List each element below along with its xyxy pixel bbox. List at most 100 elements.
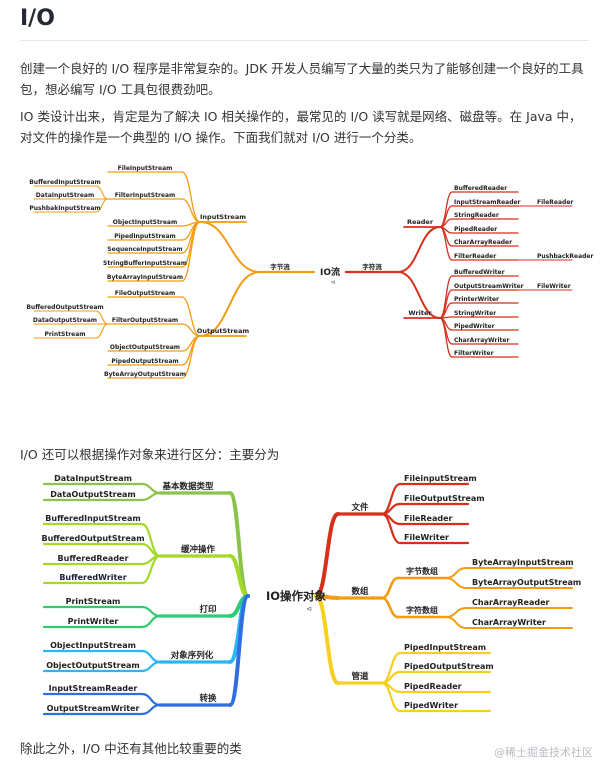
- edge-node-0: [380, 576, 400, 600]
- group-1-node: 字符数组: [406, 605, 438, 615]
- edge-chararraywriter: [445, 616, 467, 629]
- node-objectoutputstream: ObjectOutputStream: [46, 661, 140, 670]
- branch-inputstream: InputStream: [200, 213, 246, 221]
- node-filterwriter: FilterWriter: [454, 350, 494, 357]
- edge-inputstreamreader: [140, 692, 162, 707]
- node-fileinputstream: FileinputStream: [404, 474, 477, 483]
- node-dataoutputstream: DataOutputStream: [33, 317, 97, 324]
- edge-printstream: [95, 323, 109, 339]
- branch-writer: Writer: [408, 309, 432, 317]
- node-pipedoutputstream: PipedOutputStream: [404, 662, 494, 671]
- edge-filterwriter: [439, 317, 453, 358]
- node-objectinputstream: ObjectInputStream: [50, 641, 136, 650]
- edge-bytearrayinputstream: [445, 567, 467, 579]
- node-pushbackreader: PushbackReader: [537, 253, 594, 260]
- node-bytearrayoutputstream: ByteArrayOutputStream: [104, 371, 186, 378]
- node-pipedwriter: PipedWriter: [454, 323, 495, 330]
- branch-1-node: 缓冲操作: [181, 544, 216, 555]
- node-pipedwriter: PipedWriter: [404, 701, 458, 710]
- node-bufferedwriter: BufferedWriter: [454, 269, 505, 276]
- title-divider: [20, 40, 589, 41]
- node-printerwriter: PrinterWriter: [454, 296, 499, 303]
- edge-writer: [397, 271, 441, 319]
- node-objectinputstream: ObjectInputStream: [113, 219, 177, 226]
- edge-bufferedreader: [439, 191, 453, 228]
- edge-objectinputstream: [140, 649, 162, 664]
- edge-bytearrayoutputstream: [445, 577, 467, 589]
- edge-output-stream: [199, 271, 261, 337]
- node-bufferedwriter: BufferedWriter: [59, 573, 126, 582]
- edge-chararrayreader: [445, 607, 467, 618]
- edge-bufferedwriter: [140, 554, 162, 585]
- branch-node: 管道: [351, 671, 369, 682]
- node-outputstreamwriter: OutputStreamWriter: [47, 704, 140, 713]
- edge-objectoutputstream: [140, 660, 162, 673]
- classification-paragraph: IO 类设计出来，肯定是为了解决 IO 相关操作的，最常见的 I/O 读写就是网…: [20, 109, 582, 145]
- node-pipedinputstream: PipedInputStream: [114, 233, 176, 240]
- io-object-mindmap: IO操作对象⊲基本数据类型DataInputStreamDataOutputSt…: [41, 474, 581, 716]
- edge-pipe: [314, 594, 340, 685]
- edge-file: [314, 512, 340, 598]
- node-filteroutputstream: FilterOutputStream: [112, 317, 178, 324]
- node-bufferedoutputstream: BufferedOutputStream: [41, 534, 144, 543]
- node-bufferedinputstream: BufferedInputStream: [45, 514, 140, 523]
- branch-3-node: 对象序列化: [171, 650, 214, 661]
- edge-fileoutputstream: [181, 296, 201, 337]
- edge-node-1: [380, 596, 400, 619]
- node-fileoutputstream: FileOutputStream: [115, 290, 175, 297]
- branch-node: 数组: [351, 586, 369, 597]
- edge-pushbakinputstream: [95, 198, 109, 213]
- node-filereader: FileReader: [404, 514, 453, 523]
- branch-node: 文件: [351, 502, 369, 513]
- branch-2-node: 打印: [199, 604, 216, 615]
- watermark: @稀土掘金技术社区: [494, 746, 593, 759]
- io-stream-mindmap: IO流⊲字节流InputStreamOutputStreamFileInputS…: [26, 165, 594, 379]
- node-chararrayreader: CharArrayReader: [454, 239, 512, 246]
- node-printstream: PrintStream: [66, 597, 121, 606]
- node-datainputstream: DataInputStream: [54, 474, 132, 483]
- node-inputstreamreader: InputStreamReader: [49, 684, 138, 693]
- node-sequenceinputstream: SequenceInputStream: [107, 246, 182, 253]
- edge-node-4: [228, 594, 250, 707]
- node-printwriter: PrintWriter: [68, 617, 119, 626]
- intro-paragraph: 创建一个良好的 I/O 程序是非常复杂的。JDK 开发人员编写了大量的类只为了能…: [20, 61, 584, 97]
- edge-bufferedinputstream: [95, 185, 109, 200]
- node-stringwriter: StringWriter: [454, 310, 496, 317]
- branch-node: 字节流: [270, 262, 290, 271]
- node-datainputstream: DataInputStream: [36, 192, 94, 199]
- branch-4-node: 转换: [199, 693, 217, 704]
- edge-bytearrayinputstream: [181, 221, 201, 282]
- node-outputstreamwriter: OutputStreamWriter: [454, 283, 524, 290]
- edge-dataoutputstream: [140, 491, 162, 502]
- node-pipedreader: PipedReader: [454, 226, 497, 233]
- node-pipedinputstream: PipedInputStream: [404, 643, 486, 652]
- center-io: IO操作对象: [266, 589, 327, 603]
- group-0-node: 字节数组: [406, 566, 438, 576]
- edge-fileinputstream: [181, 171, 201, 223]
- collapse-icon-node: ⊲: [306, 605, 312, 613]
- edge-bytearrayoutputstream: [181, 335, 201, 379]
- node-bufferedinputstream: BufferedInputStream: [29, 179, 101, 186]
- edge-outputstreamwriter: [140, 703, 162, 716]
- node-bytearrayinputstream: ByteArrayInputStream: [107, 274, 183, 281]
- node-pushbakinputstream: PushbakInputStream: [29, 205, 100, 212]
- node-bytearrayoutputstream: ByteArrayOutputStream: [472, 578, 581, 587]
- edge-printstream: [140, 605, 162, 618]
- node-fileinputstream: FileInputStream: [118, 165, 173, 172]
- branch-node: 字符流: [362, 262, 382, 271]
- edge-pipedoutputstream: [380, 670, 402, 685]
- branch-reader: Reader: [407, 218, 434, 226]
- node-objectoutputstream: ObjectOutputStream: [110, 344, 180, 351]
- edge-input-stream: [199, 221, 261, 273]
- node-inputstreamreader: InputStreamReader: [454, 199, 521, 206]
- node-printstream: PrintStream: [44, 331, 85, 338]
- branch-outputstream: OutputStream: [197, 327, 249, 335]
- edge-pipedwriter: [380, 681, 402, 713]
- node-chararrayreader: CharArrayReader: [472, 598, 549, 607]
- node-filewriter: FileWriter: [404, 533, 449, 542]
- edge-printwriter: [140, 614, 162, 629]
- node-pipedreader: PipedReader: [404, 682, 462, 691]
- edge-filterreader: [439, 226, 453, 261]
- edge-bufferedoutputstream: [95, 310, 109, 325]
- node-pipedoutputstream: PipedOutputStream: [111, 358, 178, 365]
